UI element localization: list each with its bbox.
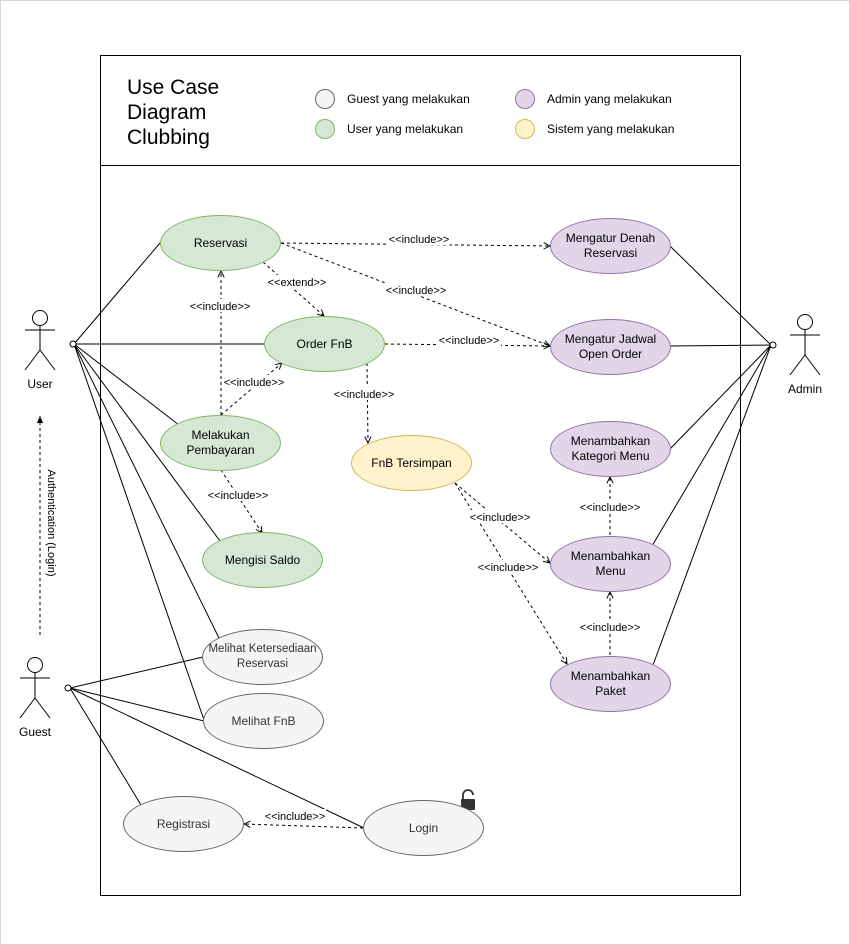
usecase-mengatur-jadwal-open-order[interactable]: Mengatur Jadwal Open Order	[550, 319, 671, 375]
actor-user-label: User	[27, 377, 53, 391]
admin-actor-figure	[789, 314, 821, 376]
usecase-melakukan-pembayaran[interactable]: Melakukan Pembayaran	[160, 415, 281, 471]
usecase-menambahkan-menu[interactable]: Menambahkan Menu	[550, 536, 671, 592]
label-include-order-jadwal: <<include>>	[439, 335, 500, 347]
legend-guest-swatch	[315, 89, 335, 109]
label-include-reservasi-denah: <<include>>	[389, 234, 450, 246]
usecase-mengisi-saldo[interactable]: Mengisi Saldo	[202, 532, 323, 588]
label-include-paket-menu: <<include>>	[580, 622, 641, 634]
legend-user-label: User yang melakukan	[347, 122, 464, 136]
actor-admin-label: Admin	[787, 382, 822, 396]
label-include-tersimpan-menu: <<include>>	[470, 512, 531, 524]
usecase-fnb-tersimpan[interactable]: FnB Tersimpan	[351, 435, 472, 491]
usecase-order-fnb[interactable]: Order FnB	[264, 316, 385, 372]
actor-guest-label: Guest	[18, 725, 51, 739]
legend-system-label: Sistem yang melakukan	[547, 122, 675, 136]
user-actor-figure	[24, 310, 56, 371]
label-include-order-tersimpan: <<include>>	[334, 389, 395, 401]
label-include-tersimpan-paket: <<include>>	[478, 562, 539, 574]
usecase-menambahkan-kategori-menu[interactable]: Menambahkan Kategori Menu	[550, 421, 671, 477]
legend-admin-label: Admin yang melakukan	[547, 92, 672, 106]
label-include-reservasi-jadwal: <<include>>	[386, 285, 447, 297]
admin-anchor	[769, 341, 777, 349]
guest-anchor	[64, 684, 72, 692]
user-associations	[73, 242, 264, 721]
legend-guest-label: Guest yang melakukan	[347, 92, 470, 106]
usecase-login[interactable]: Login	[363, 800, 484, 856]
guest-actor-figure	[19, 657, 51, 719]
legend-admin-swatch	[515, 89, 535, 109]
authentication-label: Authentication (Login)	[45, 469, 57, 577]
usecase-registrasi[interactable]: Registrasi	[123, 796, 244, 852]
legend-user-swatch	[315, 119, 335, 139]
usecase-melihat-fnb[interactable]: Melihat FnB	[203, 693, 324, 749]
label-include-pembayaran-reservasi: <<include>>	[190, 301, 251, 313]
guest-associations	[69, 656, 365, 829]
label-include-login-registrasi: <<include>>	[265, 811, 326, 823]
usecase-mengatur-denah-reservasi[interactable]: Mengatur Denah Reservasi	[550, 218, 671, 274]
edge-labels: <<include>> <<include>> <<extend>> <<inc…	[189, 232, 641, 823]
usecase-melihat-ketersediaan-reservasi[interactable]: Melihat Ketersediaan Reservasi	[202, 629, 323, 685]
usecase-reservasi[interactable]: Reservasi	[160, 215, 281, 271]
diagram-title: Use Case Diagram Clubbing	[127, 76, 220, 149]
label-include-menu-kategori: <<include>>	[580, 502, 641, 514]
user-anchor	[69, 340, 77, 348]
label-extend-reservasi-order: <<extend>>	[268, 277, 327, 289]
label-include-pembayaran-order: <<include>>	[224, 377, 285, 389]
usecase-menambahkan-paket[interactable]: Menambahkan Paket	[550, 656, 671, 712]
label-include-pembayaran-saldo: <<include>>	[208, 490, 269, 502]
admin-associations	[651, 245, 772, 666]
legend-system-swatch	[515, 119, 535, 139]
system-boundary	[100, 55, 741, 896]
